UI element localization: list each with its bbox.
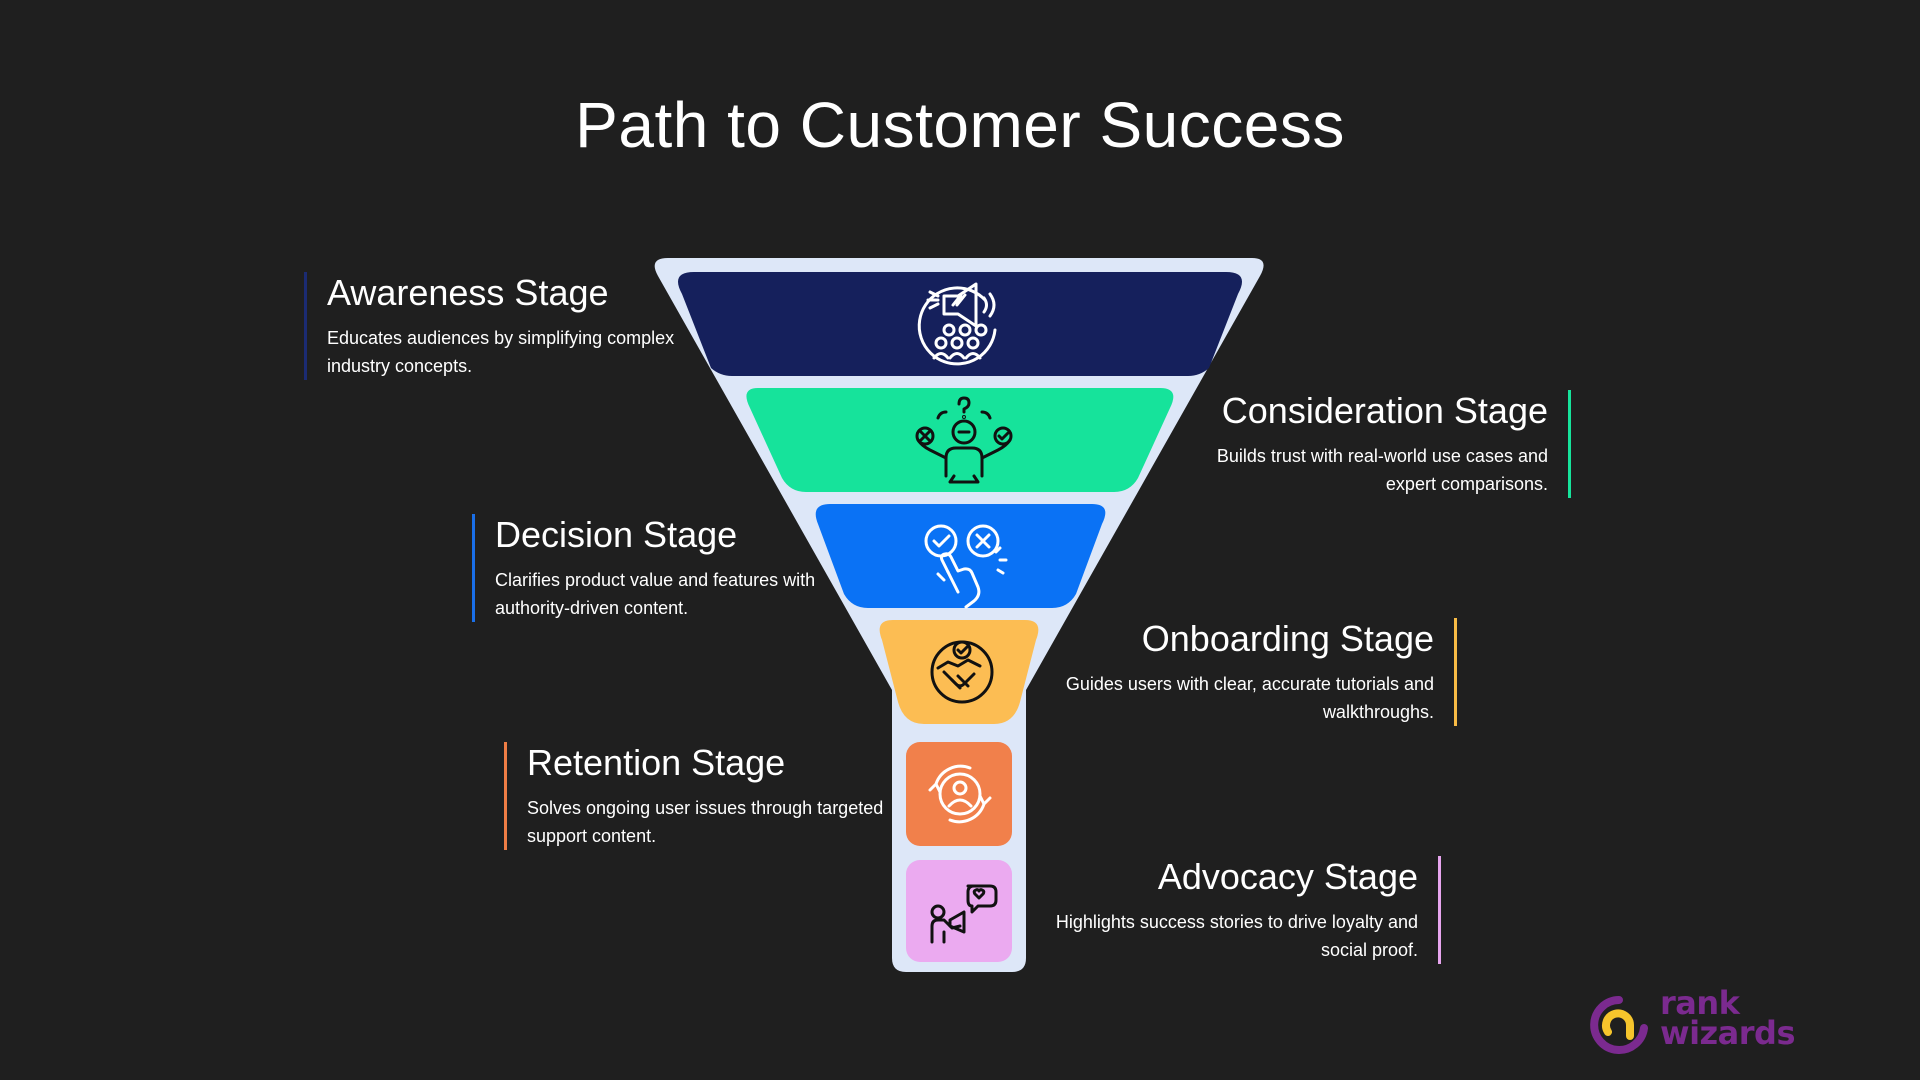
stage-consideration: Consideration Stage Builds trust with re… [1108,390,1571,498]
funnel-band-decision [815,504,1106,608]
logo-line-1: rank [1660,984,1740,1022]
choose-check-icon [924,524,1008,609]
stage-title: Awareness Stage [327,272,609,313]
rankwizards-logo: rank wizards [1586,984,1806,1060]
person-weighing-options-icon [915,396,1013,484]
stage-decision: Decision Stage Clarifies product value a… [472,514,935,622]
stage-description: Highlights success stories to drive loya… [1055,912,1418,960]
stage-title: Decision Stage [495,514,738,555]
stage-description: Builds trust with real-world use cases a… [1216,446,1548,494]
rankwizards-mark-icon [1590,996,1648,1054]
user-cycle-icon [928,764,992,824]
funnel-band-consideration [746,388,1174,492]
stage-advocacy: Advocacy Stage Highlights success storie… [978,856,1441,964]
stage-onboarding: Onboarding Stage Guides users with clear… [994,618,1457,726]
stage-title: Consideration Stage [1221,390,1548,431]
funnel-band-awareness [678,272,1242,376]
stage-description: Guides users with clear, accurate tutori… [1065,674,1434,722]
stage-awareness: Awareness Stage Educates audiences by si… [304,272,767,380]
stage-description: Educates audiences by simplifying comple… [327,328,675,376]
logo-line-2: wizards [1660,1014,1795,1052]
stage-title: Onboarding Stage [1141,618,1434,659]
stage-retention: Retention Stage Solves ongoing user issu… [504,742,967,850]
page-title: Path to Customer Success [575,89,1345,161]
stage-title: Advocacy Stage [1157,856,1418,897]
funnel-band-onboarding [879,620,1039,724]
stage-description: Clarifies product value and features wit… [495,570,816,618]
megaphone-audience-icon [917,282,997,366]
handshake-icon [930,640,994,704]
stage-description: Solves ongoing user issues through targe… [527,798,884,846]
logo-wordmark: rank wizards [1660,984,1795,1052]
megaphone-love-icon [930,884,998,944]
stage-title: Retention Stage [527,742,786,783]
